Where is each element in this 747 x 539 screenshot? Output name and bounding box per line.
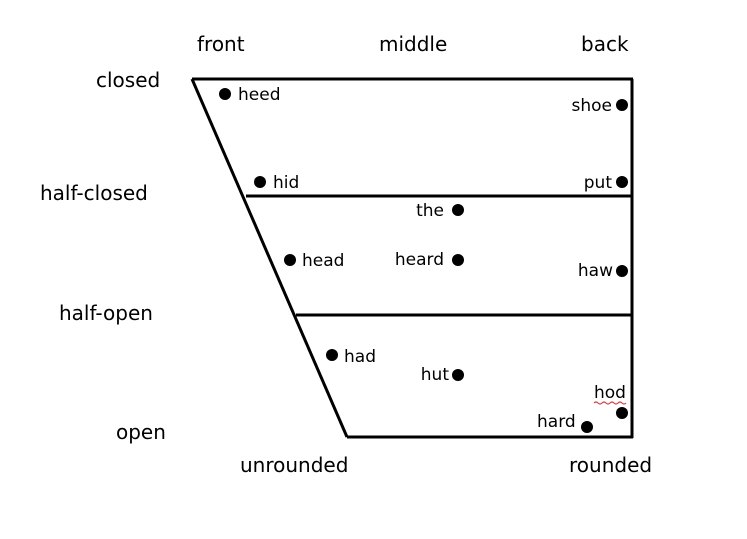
- vowel-label: shoe: [572, 96, 613, 116]
- column-label-front: front: [197, 32, 245, 56]
- vowel-point-heard: heard: [395, 250, 464, 270]
- vowel-point-had: had: [326, 347, 376, 367]
- vowel-dot: [581, 421, 593, 433]
- vowel-label: hid: [273, 173, 299, 193]
- vowel-point-the: the: [416, 201, 464, 221]
- vowel-dot: [616, 99, 628, 111]
- vowel-dot: [452, 254, 464, 266]
- vowel-label: the: [416, 201, 444, 221]
- vowel-label: hard: [537, 412, 576, 432]
- vowel-point-head: head: [284, 251, 344, 271]
- column-label-middle: middle: [379, 32, 447, 56]
- vowel-dot: [616, 407, 628, 419]
- vowel-point-hid: hid: [254, 173, 299, 193]
- vowel-dot: [616, 265, 628, 277]
- vowel-point-heed: heed: [219, 85, 280, 105]
- vowel-label: head: [302, 251, 344, 271]
- left-slanted-edge: [190, 78, 349, 438]
- vowel-label: had: [344, 347, 376, 367]
- vowel-dot: [452, 369, 464, 381]
- vowel-dot: [616, 176, 628, 188]
- vowel-label: heed: [238, 85, 280, 105]
- vowel-label: hod: [594, 383, 626, 403]
- spellcheck-squiggle: [593, 401, 627, 405]
- row-label-open: open: [116, 420, 166, 444]
- row-label-half-open: half-open: [59, 301, 153, 325]
- vowel-point-hard: hard: [537, 412, 593, 433]
- vowel-label: put: [584, 173, 613, 193]
- vowel-dot: [452, 204, 464, 216]
- vowel-dot: [284, 254, 296, 266]
- vowel-label: haw: [578, 261, 613, 281]
- vowel-points: heed shoe hid put the head heard haw: [219, 85, 628, 433]
- vowel-label: heard: [395, 250, 444, 270]
- vowel-point-hut: hut: [421, 365, 464, 385]
- vowel-dot: [219, 88, 231, 100]
- vowel-point-shoe: shoe: [572, 96, 628, 116]
- column-label-back: back: [581, 32, 629, 56]
- vowel-label: hut: [421, 365, 450, 385]
- vowel-dot: [254, 176, 266, 188]
- row-label-closed: closed: [96, 68, 160, 92]
- bottom-label-unrounded: unrounded: [240, 453, 348, 477]
- vowel-point-hod: hod: [593, 383, 628, 419]
- vowel-dot: [326, 349, 338, 361]
- row-label-half-closed: half-closed: [40, 181, 148, 205]
- bottom-label-rounded: rounded: [569, 453, 652, 477]
- vowel-point-haw: haw: [578, 261, 628, 281]
- vowel-point-put: put: [584, 173, 628, 193]
- quadrilateral-frame: [190, 77, 634, 439]
